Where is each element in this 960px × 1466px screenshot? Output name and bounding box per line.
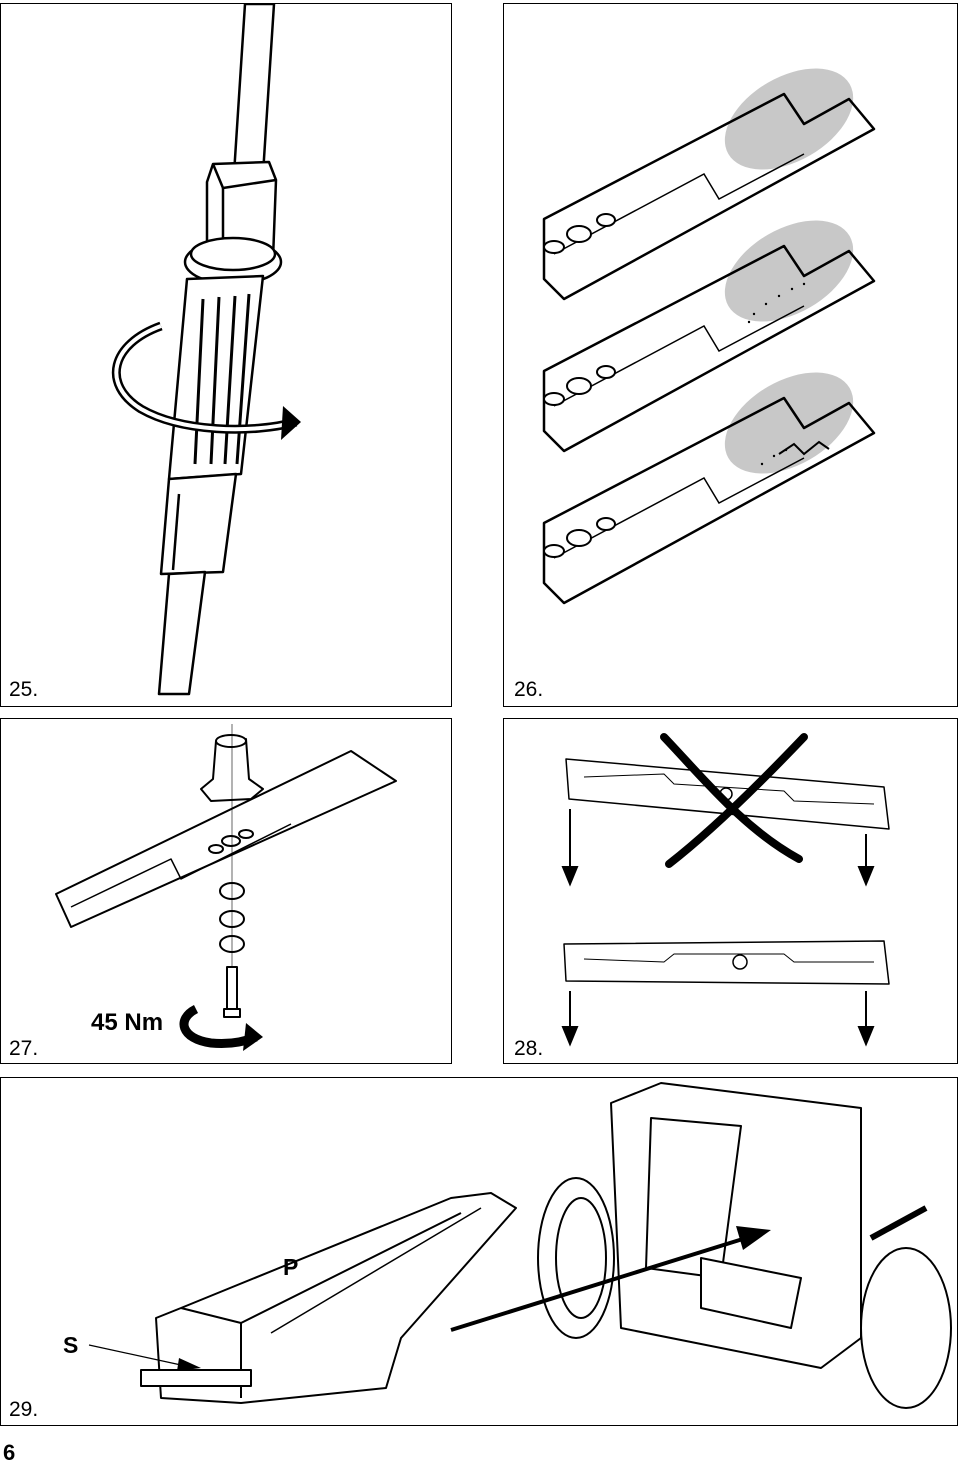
blade-shaft-illustration: [111, 4, 301, 696]
grass-collector: [140, 1192, 517, 1404]
figure-25-number: 25.: [9, 678, 39, 701]
page-number: 6: [3, 1440, 16, 1465]
grass-catcher-installation: [88, 1082, 952, 1409]
rotation-arrow-icon: [111, 321, 301, 440]
down-arrow-icon: [561, 809, 875, 1047]
mower-deck: [537, 1082, 952, 1409]
label-p: P: [283, 1254, 299, 1280]
cross-out-icon: [660, 733, 808, 868]
torque-label: 45 Nm: [91, 1009, 164, 1036]
figure-27-panel: 27. 45 Nm: [0, 718, 452, 1064]
figure-28-number: 28.: [514, 1037, 544, 1060]
blade-balance-check: [561, 733, 890, 1047]
label-s: S: [63, 1332, 79, 1358]
blade-assembly-illustration: [55, 724, 397, 1051]
figure-28-panel: 28.: [503, 718, 958, 1064]
figure-27-number: 27.: [9, 1037, 39, 1060]
rotation-arrow-icon: [179, 1004, 263, 1051]
figure-26-number: 26.: [514, 678, 544, 701]
blade-wear-comparison: [542, 46, 876, 605]
blade-cracked: [542, 350, 876, 605]
pointer-arrow-icon: [88, 1226, 771, 1371]
figure-25-panel: 25.: [0, 3, 452, 707]
figure-29-number: 29.: [9, 1398, 39, 1421]
figure-26-panel: 26.: [503, 3, 958, 707]
figure-29-panel: 29. P S: [0, 1077, 958, 1426]
